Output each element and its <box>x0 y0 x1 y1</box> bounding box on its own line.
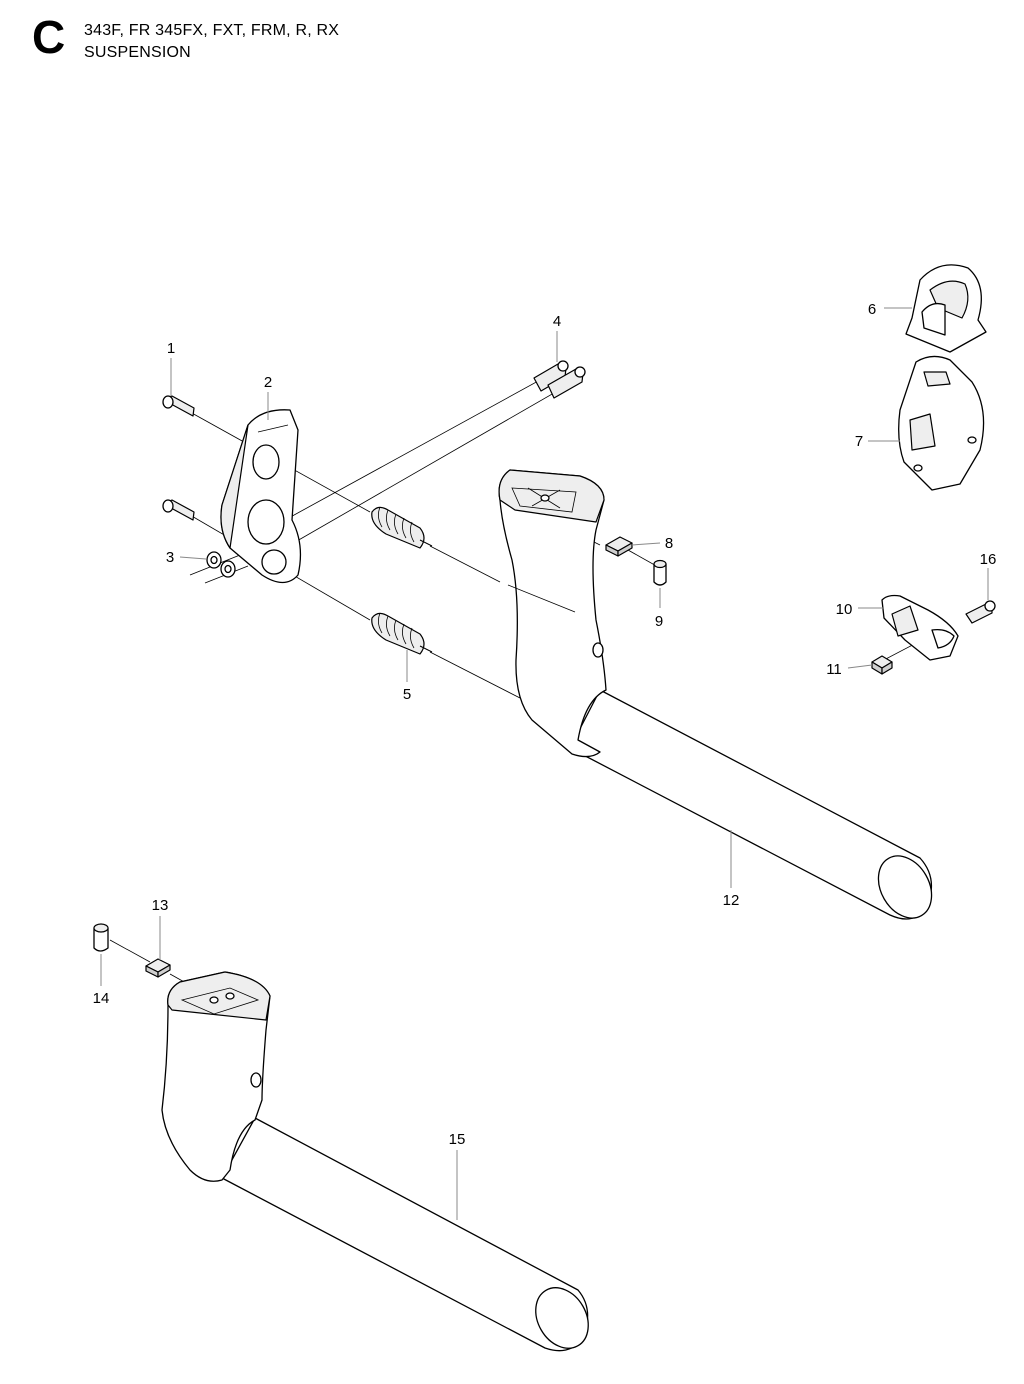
callout-13: 13 <box>152 897 169 914</box>
section-letter: C <box>32 11 66 63</box>
part-16-screw <box>965 600 996 624</box>
model-list: 343F, FR 345FX, FXT, FRM, R, RX <box>84 22 340 39</box>
callout-9: 9 <box>655 613 663 630</box>
part-1-screw-lower <box>162 499 195 521</box>
callout-6: 6 <box>868 301 876 318</box>
callout-2: 2 <box>264 374 272 391</box>
spring-upper <box>371 506 433 549</box>
page-header: C 343F, FR 345FX, FXT, FRM, R, RX SUSPEN… <box>0 0 1024 80</box>
part-4-bolts <box>533 360 586 399</box>
part-12-handle <box>498 469 933 920</box>
part-13-square-nut <box>145 958 171 978</box>
part-11-nut <box>871 655 893 675</box>
callout-12: 12 <box>723 892 740 909</box>
callout-4: 4 <box>553 313 561 330</box>
leader-lines <box>100 307 989 1220</box>
callout-10: 10 <box>836 601 853 618</box>
callout-11: 11 <box>826 661 842 678</box>
callouts: 1 2 3 4 5 6 7 8 9 10 11 12 13 14 15 16 <box>93 301 997 1148</box>
callout-8: 8 <box>665 535 673 552</box>
part-10-hook <box>881 594 959 661</box>
callout-3: 3 <box>166 549 174 566</box>
part-6-clip <box>905 264 987 353</box>
callout-5: 5 <box>403 686 411 703</box>
part-5-springs <box>371 506 433 655</box>
callout-1: 1 <box>167 340 175 357</box>
part-15-handle <box>161 971 589 1352</box>
part-2-bracket <box>220 409 302 584</box>
part-14-spacer <box>93 923 109 952</box>
callout-14: 14 <box>93 990 110 1007</box>
part-8-square-nut <box>605 536 633 557</box>
section-title: SUSPENSION <box>84 44 191 61</box>
part-1-screw <box>162 395 195 417</box>
part-3-washers <box>206 551 236 578</box>
callout-15: 15 <box>449 1131 466 1148</box>
part-9-spacer <box>653 559 667 586</box>
spring-lower <box>371 612 433 655</box>
callout-16: 16 <box>980 551 997 568</box>
callout-7: 7 <box>855 433 863 450</box>
part-7-clamp <box>898 355 985 491</box>
